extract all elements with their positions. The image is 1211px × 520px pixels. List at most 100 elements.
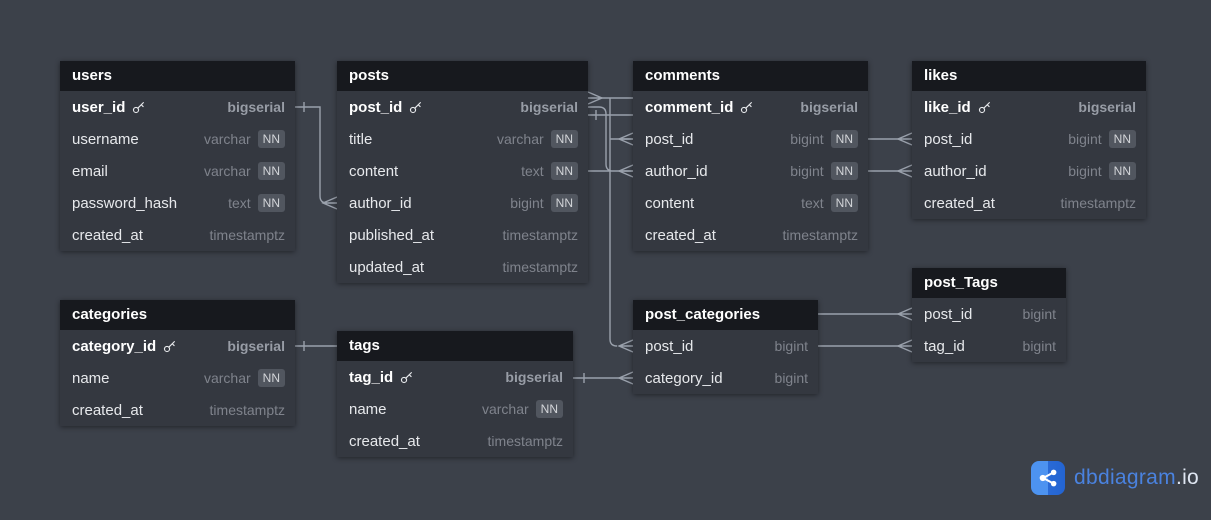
relationship-line-users_user_id-posts_author_id [295,106,328,204]
field-type-group: bigserial [800,99,858,115]
field-type: bigserial [1078,99,1136,115]
field-type: bigint [1068,163,1102,179]
field-type: varchar [203,370,251,386]
primary-key-icon [740,100,754,114]
field-type: text [521,163,544,179]
field-type: bigserial [227,338,285,354]
table-header-tags[interactable]: tags [337,331,573,361]
table-header-categories[interactable]: categories [60,300,295,330]
brand-tld: .io [1175,466,1200,489]
field-name: content [645,194,695,212]
dbdiagram-logo[interactable]: dbdiagram.io [1031,461,1199,495]
field-type: bigint [790,163,824,179]
table-header-post_Tags[interactable]: post_Tags [912,268,1066,298]
field-type-group: bigserial [227,99,285,115]
field-name: post_id [645,130,694,148]
not-null-badge: NN [550,130,578,148]
field-name: published_at [349,226,435,244]
crow-foot-many-icon [617,164,634,178]
not-null-badge: NN [257,369,285,387]
field-row-comments-comment_id[interactable]: comment_id bigserial [633,91,868,123]
field-name: title [349,130,373,148]
field-name: comment_id [645,98,734,116]
not-null-badge: NN [535,400,563,418]
not-null-badge: NN [830,162,858,180]
brand-text: dbdiagram.io [1074,466,1199,490]
field-type: varchar [203,131,251,147]
not-null-badge: NN [830,194,858,212]
field-type: timestamptz [502,259,578,275]
field-type-group: timestamptz [210,227,285,243]
table-header-comments[interactable]: comments [633,61,868,91]
field-type: bigint [510,195,544,211]
field-type: timestamptz [487,433,563,449]
primary-key-icon [400,370,414,384]
table-header-likes[interactable]: likes [912,61,1146,91]
table-header-post_categories[interactable]: post_categories [633,300,818,330]
field-name: username [72,130,139,148]
field-type-group: bigserial [520,99,578,115]
field-type-group: timestamptz [503,259,578,275]
field-type-group: bigserial [505,369,563,385]
field-type: timestamptz [209,227,285,243]
field-type-group: varchar NN [204,369,285,387]
table-header-users[interactable]: users [60,61,295,91]
field-name: author_id [645,162,708,180]
field-type: bigserial [520,99,578,115]
field-name: content [349,162,399,180]
field-type: bigint [1068,131,1102,147]
crow-foot-many-icon [617,371,634,385]
field-type-group: timestamptz [1061,195,1136,211]
field-name: name [72,369,110,387]
field-type-group: timestamptz [210,402,285,418]
field-type-group: bigint [775,370,808,386]
field-row-categories-name[interactable]: name varchar NN [60,362,295,394]
field-row-comments-author_id[interactable]: author_id bigint NN [633,155,868,187]
field-name: post_id [645,337,694,355]
table-header-posts[interactable]: posts [337,61,588,91]
field-name: post_id [924,305,973,323]
field-type-group: timestamptz [783,227,858,243]
crow-foot-many-icon [617,339,634,353]
